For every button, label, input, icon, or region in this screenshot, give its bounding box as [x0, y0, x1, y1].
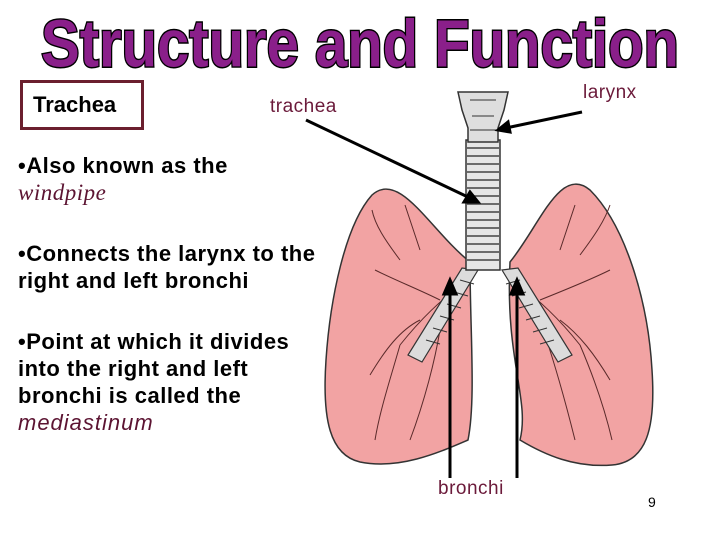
- term-box: Trachea: [20, 80, 144, 130]
- page-number: 9: [648, 494, 656, 510]
- bullet-text: •Point at which it divides into the righ…: [18, 329, 290, 408]
- right-lung: [324, 188, 473, 465]
- trachea-tube: [465, 139, 501, 271]
- pointer-lines: [305, 110, 583, 478]
- slide-title: Structure and Function: [40, 8, 681, 78]
- bullet-connects: •Connects the larynx to the right and le…: [18, 240, 338, 294]
- label-bronchi: bronchi: [438, 478, 504, 499]
- bullet-list: •Also known as the windpipe •Connects th…: [18, 152, 338, 470]
- bullet-text: •Also known as the: [18, 153, 228, 178]
- emphasis-windpipe: windpipe: [18, 180, 107, 205]
- bullet-windpipe: •Also known as the windpipe: [18, 152, 338, 206]
- left-lung: [508, 183, 654, 467]
- title-text: Structure and Function: [41, 8, 679, 78]
- trachea-rings: [467, 147, 499, 261]
- bronchial-branches: [369, 204, 613, 441]
- term-label: Trachea: [33, 92, 117, 117]
- label-larynx: larynx: [583, 82, 637, 103]
- bullet-mediastinum: •Point at which it divides into the righ…: [18, 328, 338, 436]
- emphasis-mediastinum: mediastinum: [18, 410, 154, 435]
- bullet-text: •Connects the larynx to the right and le…: [18, 241, 316, 293]
- label-trachea: trachea: [270, 96, 337, 117]
